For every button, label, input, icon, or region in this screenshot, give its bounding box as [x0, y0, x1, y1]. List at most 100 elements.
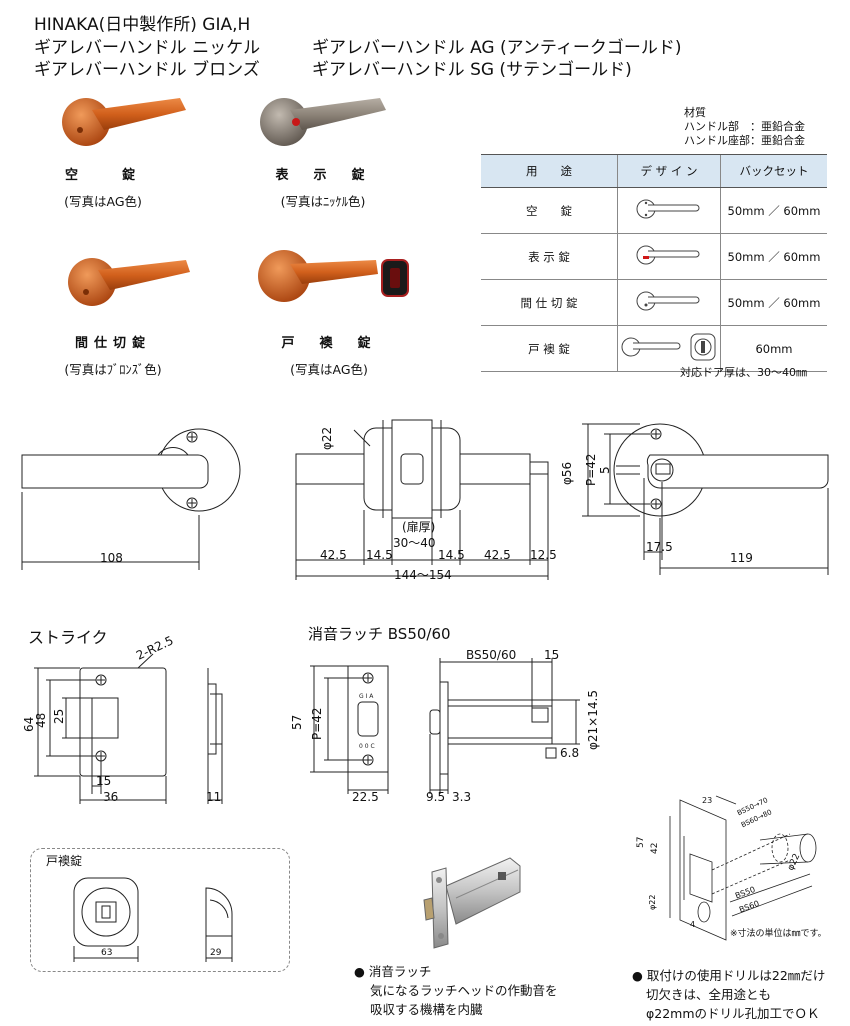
- dim-door-thickness-label: (扉厚): [402, 520, 436, 534]
- lever-tofusuma-design-icon: [621, 333, 716, 361]
- header-line3-left: ギアレバーハンドル ブロンズ: [34, 60, 260, 80]
- spec-table: 用 途 デ ザ イ ン バックセット 空 錠 50mm ／ 60mm 表 示 錠: [481, 154, 827, 372]
- photo-tofusuma-jo: [258, 250, 409, 302]
- latch-w15: 15: [544, 648, 560, 662]
- spec-use: 表 示 錠: [481, 233, 618, 280]
- spec-header-backset: バックセット: [720, 154, 827, 188]
- spec-design: [617, 187, 721, 234]
- dim-overall: 144〜154: [394, 568, 452, 582]
- drill-note-bullet: ●: [632, 968, 643, 983]
- dim-five: 5: [598, 466, 612, 474]
- strike-w36: 36: [103, 790, 119, 804]
- drill-note-line3: φ22mmのドリル孔加工でＯＫ: [646, 1006, 820, 1021]
- dim-phi22: φ22: [320, 426, 334, 450]
- latch-note-line2: 吸収する機構を内臓: [370, 1002, 483, 1017]
- install-d4: 4: [690, 920, 696, 929]
- latch-note: ● 消音ラッチ 気になるラッチヘッドの作動音を 吸収する機構を内臓: [354, 962, 558, 1019]
- table-row: 表 示 錠 50mm ／ 60mm: [481, 233, 827, 280]
- dim-phi56: φ56: [560, 461, 574, 485]
- spec-header-design: デ ザ イ ン: [617, 154, 721, 188]
- material-line1: ハンドル部 ：亜鉛合金: [684, 120, 805, 133]
- header-line1: HINAKA(日中製作所) GIA,H: [34, 15, 251, 35]
- photo-note-4: (写真はAG色): [290, 362, 368, 377]
- header-line2-right: ギアレバーハンドル AG (アンティークゴールド): [312, 38, 682, 58]
- tofusuma-title: 戸襖錠: [46, 854, 83, 868]
- latch-photo: [423, 857, 521, 949]
- spec-footnote: 対応ドア厚は、30〜40㎜: [680, 366, 807, 379]
- latch-phi: φ21×14.5: [586, 690, 600, 750]
- dim-d1: 42.5: [320, 548, 347, 562]
- install-diagram: [669, 795, 817, 941]
- latch-plate-text1: G I A: [359, 693, 374, 700]
- material-title: 材質: [684, 106, 706, 119]
- latch-w225: 22.5: [352, 790, 379, 804]
- spec-header-use: 用 途: [481, 154, 618, 188]
- header-line2-left: ギアレバーハンドル ニッケル: [34, 38, 261, 58]
- tofusuma-w29: 29: [210, 948, 222, 958]
- spec-design: [617, 233, 721, 280]
- latch-w95: 9.5: [426, 790, 446, 804]
- tofusuma-box: [30, 848, 290, 972]
- strike-h25: 25: [52, 708, 66, 724]
- lever-design-icon: [636, 199, 700, 219]
- latch-note-line1: 気になるラッチヘッドの作動音を: [370, 983, 558, 998]
- product-photos: [62, 98, 409, 306]
- latch-plate-text2: 0 0 C: [359, 743, 375, 750]
- tofusuma-drawing: [73, 877, 233, 962]
- spec-table-header-row: 用 途 デ ザ イ ン バックセット: [481, 154, 827, 188]
- lever-privacy-design-icon: [636, 291, 700, 311]
- photo-majikiri-jo: [68, 258, 190, 306]
- spec-design: [617, 325, 721, 372]
- strike-w15: 15: [96, 774, 112, 788]
- photo-title-3: 間仕切錠: [74, 336, 151, 351]
- spec-backset: 50mm ／ 60mm: [720, 279, 827, 326]
- dim-door-thickness: 30〜40: [393, 536, 436, 550]
- header-line3-right: ギアレバーハンドル SG (サテンゴールド): [312, 60, 632, 80]
- dim-d2: 14.5: [366, 548, 393, 562]
- photo-caption-2: 表 示 錠 (写真はﾆｯｹﾙ色): [268, 164, 378, 210]
- install-d23: 23: [702, 796, 713, 805]
- dim-d3: 14.5: [438, 548, 465, 562]
- table-row: 戸 襖 錠 60mm: [481, 325, 827, 372]
- strike-title: ストライク: [28, 628, 108, 647]
- photo-title-4: 戸 襖 錠: [281, 336, 377, 351]
- latch-note-bullet: ●: [354, 964, 365, 979]
- install-d57: 57: [636, 836, 646, 848]
- dim-175: 17.5: [646, 540, 673, 554]
- latch-title: 消音ラッチ BS50/60: [308, 625, 451, 643]
- latch-d68: 6.8: [560, 746, 580, 760]
- photo-caption-3: 間仕切錠 (写真はﾌﾞﾛﾝｽﾞ色): [48, 332, 178, 378]
- lever-indicator-design-icon: [636, 245, 700, 265]
- spec-use: 戸 襖 錠: [481, 325, 618, 372]
- spec-backset: 60mm: [720, 325, 827, 372]
- photo-hyouji-jo: [260, 98, 386, 146]
- strike-h48: 48: [34, 712, 48, 728]
- photo-title-1: 空 錠: [64, 168, 141, 183]
- dim-left-width: 108: [100, 551, 123, 565]
- dim-d5: 12.5: [530, 548, 557, 562]
- drill-note: ● 取付けの使用ドリルは22㎜だけ 切欠きは、全用途とも φ22mmのドリル孔加…: [632, 966, 825, 1023]
- photo-kuu-jo: [62, 98, 186, 146]
- install-unit-note: ※寸法の単位は㎜です。: [730, 929, 827, 939]
- dim-d4: 42.5: [484, 548, 511, 562]
- spec-use: 間 仕 切 錠: [481, 279, 618, 326]
- strike-t11: 11: [206, 790, 222, 804]
- install-d42: 42: [650, 842, 660, 854]
- dim-p42: P=42: [584, 453, 598, 486]
- strike-drawing-area: [28, 624, 278, 804]
- install-phi22b: φ22: [648, 894, 657, 910]
- latch-w33: 3.3: [452, 790, 472, 804]
- table-row: 間 仕 切 錠 50mm ／ 60mm: [481, 279, 827, 326]
- latch-h57: 57: [290, 714, 304, 730]
- photo-title-2: 表 示 錠: [275, 168, 371, 183]
- drill-note-line2: 切欠きは、全用途とも: [646, 987, 772, 1002]
- latch-p42: P=42: [310, 707, 324, 740]
- latch-note-title: 消音ラッチ: [368, 964, 432, 979]
- photo-caption-1: 空 錠 (写真はAG色): [48, 164, 158, 210]
- latch-drawing: G I A 0 0 C: [310, 658, 580, 794]
- photo-note-3: (写真はﾌﾞﾛﾝｽﾞ色): [64, 362, 162, 377]
- tofusuma-w63: 63: [101, 948, 113, 958]
- drill-note-line1: 取付けの使用ドリルは22㎜だけ: [646, 968, 826, 983]
- spec-use: 空 錠: [481, 187, 618, 234]
- photo-note-2: (写真はﾆｯｹﾙ色): [280, 194, 366, 209]
